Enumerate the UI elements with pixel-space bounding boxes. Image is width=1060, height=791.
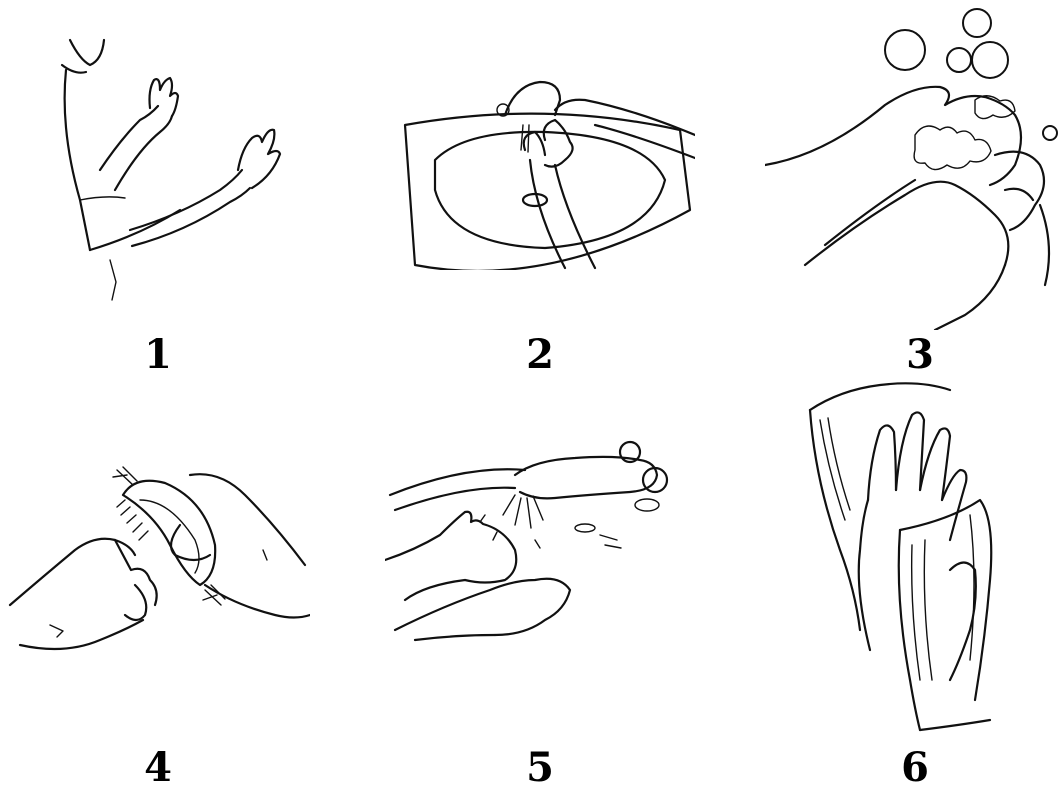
- step-number-4: 4: [128, 748, 188, 788]
- nail-brush-scrubbing-icon: [5, 455, 310, 685]
- hands-under-tap-icon: [395, 70, 695, 270]
- step-4-illustration: [5, 455, 310, 685]
- raised-forearms-icon: [20, 20, 310, 320]
- rinsing-hands-icon: [385, 440, 690, 665]
- step-number-3: 3: [890, 335, 950, 375]
- step-5-illustration: [385, 440, 690, 665]
- step-6-illustration: [800, 380, 1000, 740]
- soapy-hands-icon: [765, 5, 1060, 330]
- step-number-2: 2: [510, 335, 570, 375]
- step-number-6: 6: [885, 748, 945, 788]
- step-number-1: 1: [128, 335, 188, 375]
- step-3-illustration: [765, 5, 1060, 330]
- step-1-illustration: [20, 20, 310, 320]
- step-2-illustration: [395, 70, 695, 270]
- towel-drying-icon: [800, 380, 1000, 740]
- step-number-5: 5: [510, 748, 570, 788]
